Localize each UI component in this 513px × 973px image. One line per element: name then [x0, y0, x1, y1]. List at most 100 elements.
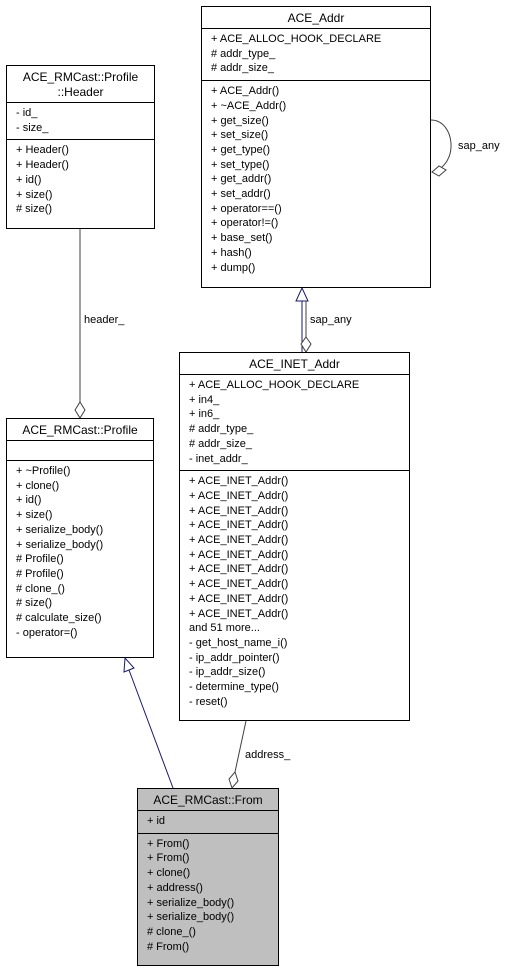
class-name: ACE_RMCast::Profile — [22, 423, 138, 437]
attribute: + ACE_ALLOC_HOOK_DECLARE — [211, 33, 382, 45]
method: + set_type() — [211, 158, 270, 171]
method: # size() — [16, 203, 53, 216]
self-association-line — [430, 119, 452, 173]
method: - reset() — [189, 695, 228, 708]
class-title: ACE_RMCast::Profile — [7, 419, 153, 441]
method: + From() — [147, 837, 190, 850]
method: # Profile() — [16, 553, 64, 566]
class-profile[interactable]: ACE_RMCast::Profile + ~Profile() + clone… — [6, 418, 154, 658]
attribute: - inet_addr_ — [189, 452, 248, 465]
method: + address() — [147, 881, 203, 894]
method: + id() — [16, 494, 42, 507]
method: + serialize_body() — [147, 896, 235, 909]
header-edge-label: header_ — [84, 314, 125, 326]
address-composition-diamond — [228, 771, 239, 789]
class-ace-inet-addr[interactable]: ACE_INET_Addr + ACE_ALLOC_HOOK_DECLARE +… — [179, 352, 410, 721]
method: - determine_type() — [189, 681, 279, 694]
method: + get_size() — [211, 114, 269, 127]
attribute-section: + id — [138, 811, 278, 834]
class-name: ACE_RMCast::From — [153, 793, 263, 807]
method: + size() — [16, 188, 53, 201]
class-from[interactable]: ACE_RMCast::From + id + From() + From() … — [137, 788, 279, 966]
method-section: + From() + From() + clone() + address() … — [138, 834, 278, 959]
method: + base_set() — [211, 232, 273, 245]
class-title: ACE_RMCast::From — [138, 789, 278, 811]
method: + ACE_INET_Addr() — [189, 475, 289, 488]
method: + ACE_INET_Addr() — [189, 519, 289, 532]
self-association-label: sap_any — [458, 140, 500, 152]
attribute: # addr_size_ — [211, 62, 274, 75]
attribute: # addr_type_ — [211, 47, 276, 60]
method: # Profile() — [16, 567, 64, 580]
method: + dump() — [211, 261, 256, 274]
attribute: + in4_ — [189, 393, 220, 406]
attribute: + id — [147, 815, 166, 827]
method: # calculate_size() — [16, 612, 102, 625]
method: + Header() — [16, 159, 69, 172]
attribute-section — [7, 441, 153, 461]
method: + ~Profile() — [16, 465, 71, 477]
attribute: # addr_size_ — [189, 437, 252, 450]
method: - ip_addr_pointer() — [189, 651, 280, 664]
method-section: + ~Profile() + clone() + id() + size() +… — [7, 461, 153, 644]
class-name-continued: ::Header — [57, 85, 104, 99]
method: - operator=() — [16, 626, 78, 639]
method-section: + ACE_INET_Addr() + ACE_INET_Addr() + AC… — [180, 471, 409, 713]
attribute: # addr_type_ — [189, 423, 254, 436]
method: + set_size() — [211, 129, 269, 142]
method: + operator!=() — [211, 217, 279, 230]
header-composition-diamond — [74, 401, 86, 419]
method: + ~ACE_Addr() — [211, 99, 287, 112]
method: + From() — [147, 852, 190, 865]
method: # size() — [16, 597, 53, 610]
address-edge-label: address_ — [245, 749, 291, 761]
method: + ACE_Addr() — [211, 85, 280, 98]
method: + get_addr() — [211, 173, 272, 186]
class-name: ACE_INET_Addr — [249, 357, 340, 371]
method: + id() — [16, 173, 42, 186]
method: + serialize_body() — [147, 911, 235, 924]
method: + set_addr() — [211, 188, 271, 201]
method: - ip_addr_size() — [189, 666, 266, 679]
method: + ACE_INET_Addr() — [189, 489, 289, 502]
address-composition-line — [234, 720, 247, 773]
method: + ACE_INET_Addr() — [189, 548, 289, 561]
method: + ACE_INET_Addr() — [189, 504, 289, 517]
method: # From() — [147, 940, 190, 953]
inet-inheritance-arrow — [295, 286, 309, 302]
method: + operator==() — [211, 202, 282, 215]
from-inheritance-line — [128, 669, 174, 789]
method: + ACE_INET_Addr() — [189, 563, 289, 576]
method-section: + Header() + Header() + id() + size() # … — [7, 140, 154, 221]
class-profile-header[interactable]: ACE_RMCast::Profile ::Header - id_ - siz… — [6, 65, 155, 229]
method: # clone_() — [16, 582, 65, 595]
method: + ACE_INET_Addr() — [189, 578, 289, 591]
method: + serialize_body() — [16, 523, 104, 536]
class-title: ACE_INET_Addr — [180, 353, 409, 375]
attribute-section: + ACE_ALLOC_HOOK_DECLARE + in4_ + in6_ #… — [180, 375, 409, 472]
from-inheritance-arrow — [123, 656, 135, 673]
method: + ACE_INET_Addr() — [189, 534, 289, 547]
class-ace-addr[interactable]: ACE_Addr + ACE_ALLOC_HOOK_DECLARE # addr… — [201, 6, 431, 288]
method: + clone() — [16, 479, 60, 492]
method: + get_type() — [211, 143, 271, 156]
method: + hash() — [211, 246, 252, 259]
attribute: + ACE_ALLOC_HOOK_DECLARE — [189, 379, 360, 391]
self-association-diamond — [431, 165, 447, 177]
method: # clone_() — [147, 925, 196, 938]
class-title: ACE_Addr — [202, 7, 430, 29]
method: + clone() — [147, 867, 191, 880]
sap-any-edge-label: sap_any — [310, 314, 352, 326]
attribute: - size_ — [16, 121, 49, 134]
class-name: ACE_Addr — [287, 11, 345, 25]
more-methods-note: and 51 more... — [189, 622, 260, 635]
class-title: ACE_RMCast::Profile ::Header — [7, 66, 154, 103]
attribute: + in6_ — [189, 408, 220, 421]
method: + size() — [16, 509, 53, 522]
method: + ACE_INET_Addr() — [189, 592, 289, 605]
attribute: - id_ — [16, 107, 38, 119]
attribute-section: - id_ - size_ — [7, 103, 154, 141]
method: + serialize_body() — [16, 538, 104, 551]
method-section: + ACE_Addr() + ~ACE_Addr() + get_size() … — [202, 81, 430, 279]
